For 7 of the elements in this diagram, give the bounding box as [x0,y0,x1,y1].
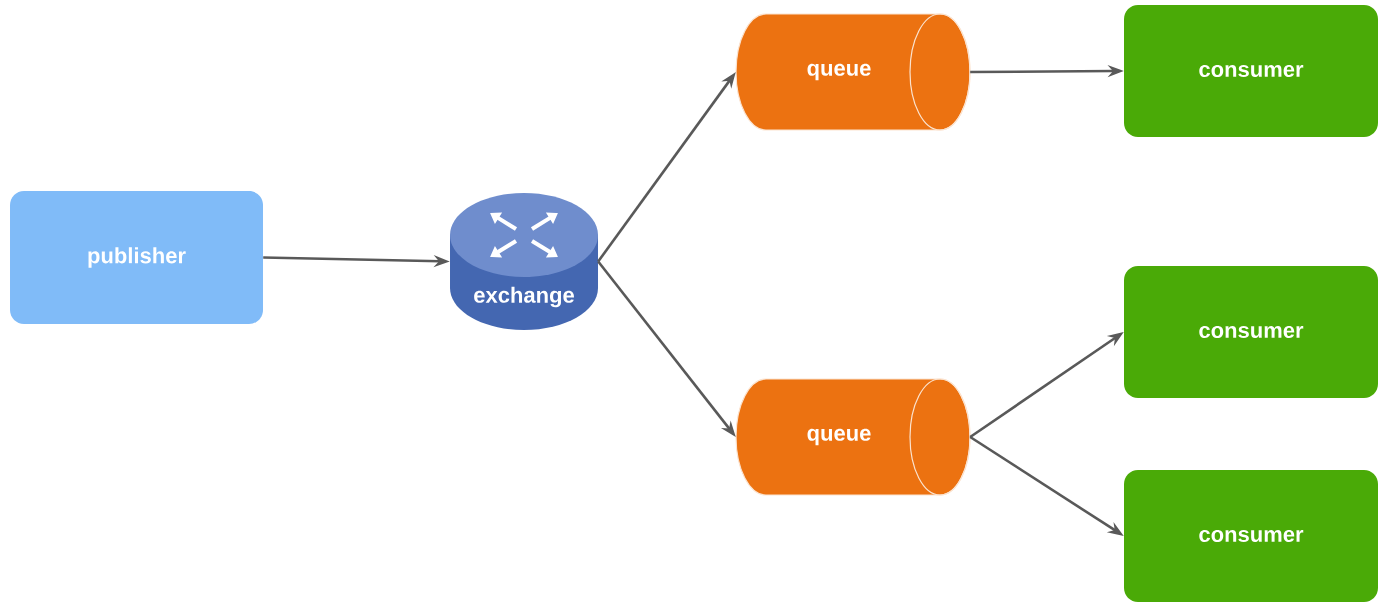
process-box: consumer [1124,5,1378,137]
exchange-cylinder: exchange [450,193,598,330]
process-box: consumer [1124,266,1378,398]
process-box: consumer [1124,470,1378,602]
queue-cylinder: queue [735,378,971,496]
queue-cylinder: queue [735,13,971,131]
process-box: publisher [10,191,263,324]
